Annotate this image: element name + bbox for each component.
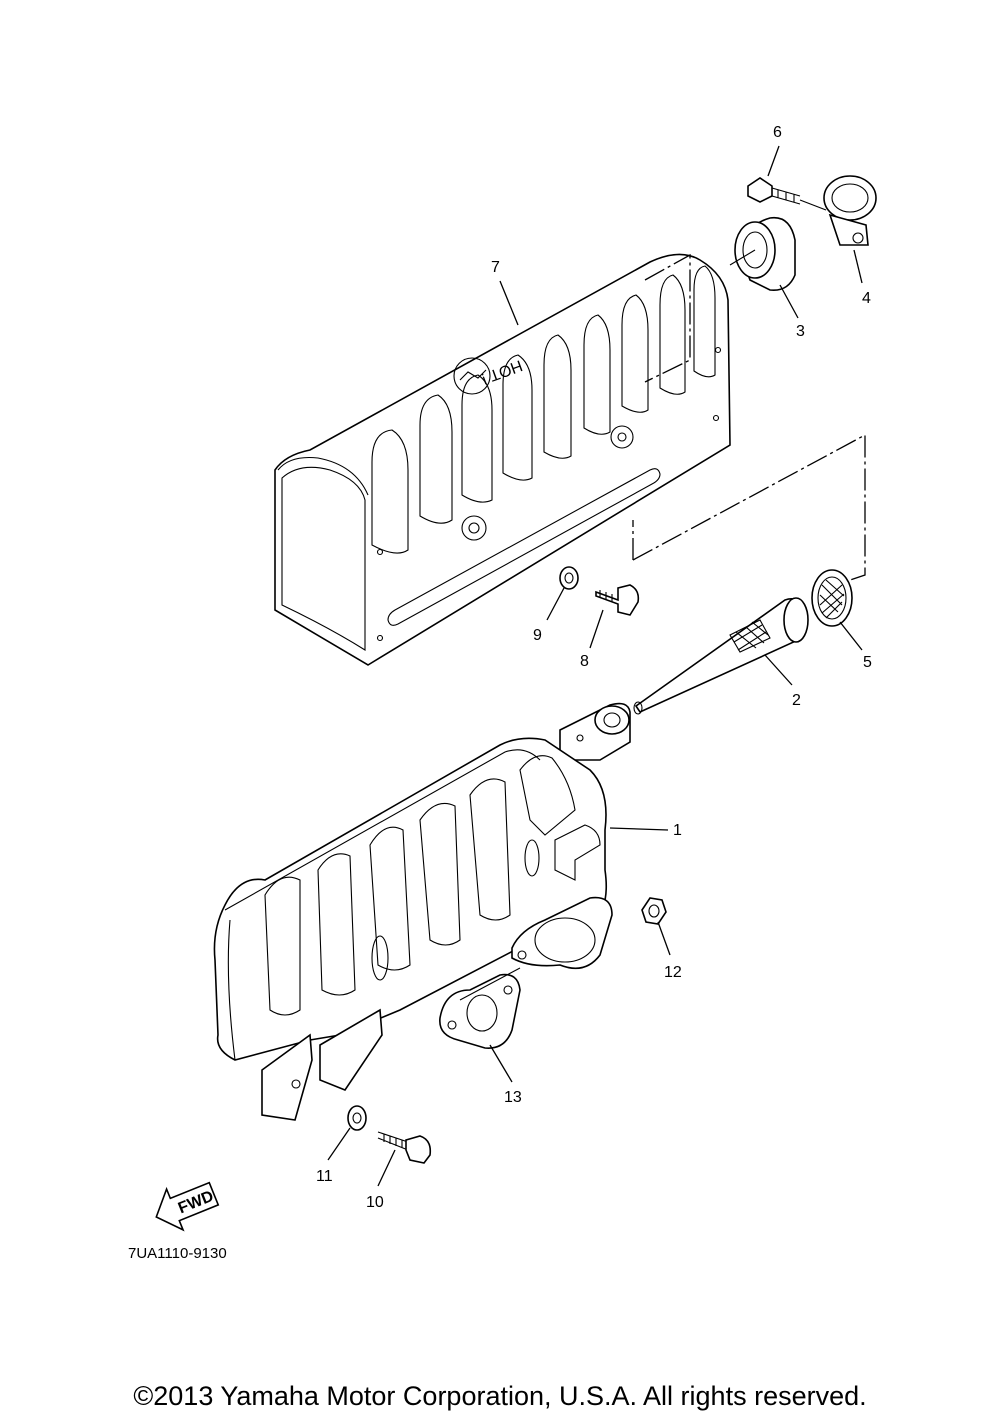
muffler-part-1 xyxy=(213,702,631,1121)
callout-6: 6 xyxy=(773,124,782,141)
callout-13: 13 xyxy=(504,1089,522,1106)
callout-3: 3 xyxy=(796,323,805,340)
heat-protector-part-7: HOT ! xyxy=(274,253,731,666)
bolt-part-8 xyxy=(595,584,640,616)
bolt-part-10 xyxy=(377,1131,432,1164)
screen-part-5 xyxy=(811,569,853,627)
copyright-notice: ©2013 Yamaha Motor Corporation, U.S.A. A… xyxy=(133,1381,867,1411)
callout-9: 9 xyxy=(533,627,542,644)
callout-5: 5 xyxy=(863,654,872,671)
callout-11: 11 xyxy=(316,1168,333,1185)
callout-4: 4 xyxy=(862,290,871,307)
bolt-part-6 xyxy=(747,177,827,211)
tail-pipe-part-3 xyxy=(729,216,796,292)
heat-protector-ribs xyxy=(371,265,716,626)
washer-part-9 xyxy=(559,566,579,590)
fwd-arrow: FWD xyxy=(155,1181,220,1232)
callout-2: 2 xyxy=(792,692,801,709)
callout-7: 7 xyxy=(491,259,500,276)
callout-8: 8 xyxy=(580,653,589,670)
washer-part-11 xyxy=(347,1105,367,1131)
nut-part-12 xyxy=(641,897,667,925)
callout-1: 1 xyxy=(673,822,682,839)
leader-lines xyxy=(327,145,863,1187)
gasket-part-13 xyxy=(439,967,521,1049)
clamp-part-4 xyxy=(823,175,877,246)
diagram-code: 7UA1110-9130 xyxy=(128,1245,227,1262)
callout-12: 12 xyxy=(664,964,682,981)
exploded-parts-diagram: HOT ! xyxy=(128,124,877,1262)
callout-numbers: 6 7 4 3 9 8 5 2 1 12 13 11 10 xyxy=(316,124,872,1211)
callout-10: 10 xyxy=(366,1194,384,1211)
alignment-line xyxy=(632,433,866,581)
spark-arrester-part-2 xyxy=(633,597,809,715)
